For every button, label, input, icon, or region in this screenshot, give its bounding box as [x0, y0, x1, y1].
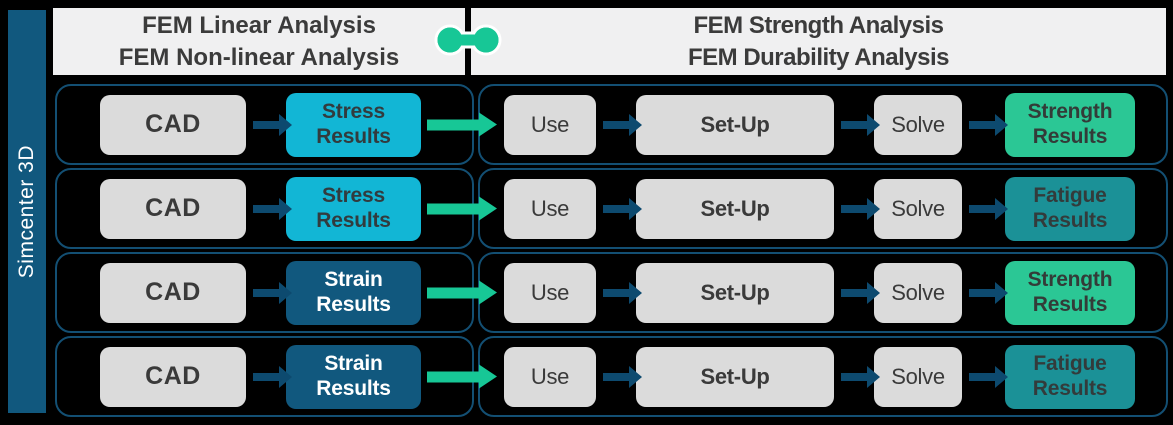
use-box: Use	[504, 262, 596, 323]
arrow-right-icon	[841, 204, 867, 213]
arrow-right-icon	[841, 120, 867, 129]
result-box: Strain Results	[286, 344, 421, 409]
header-line: FEM Strength Analysis	[693, 11, 944, 39]
cad-box: CAD	[100, 262, 246, 323]
arrow-right-icon	[969, 372, 995, 381]
arrow-right-icon	[603, 372, 629, 381]
solve-box: Solve	[874, 346, 962, 407]
green-arrow-icon	[427, 203, 479, 214]
arrow-right-icon	[969, 288, 995, 297]
setup-box: Set-Up	[636, 262, 834, 323]
result-box: Strain Results	[286, 260, 421, 325]
arrow-right-icon	[253, 372, 279, 381]
linear-panel: CAD Strain Results	[55, 336, 474, 417]
result-box: Stress Results	[286, 92, 421, 157]
linear-panel: CAD Stress Results	[55, 84, 474, 165]
cad-box: CAD	[100, 178, 246, 239]
solve-box: Solve	[874, 178, 962, 239]
header-strength-analysis: FEM Strength Analysis FEM Durability Ana…	[471, 8, 1166, 75]
workflow-rows: CAD Stress Results Use Set-Up Solve Stre…	[55, 84, 1168, 417]
result-box: Strength Results	[1005, 92, 1135, 157]
header-line: FEM Durability Analysis	[687, 43, 950, 71]
arrow-right-icon	[969, 204, 995, 213]
cad-box: CAD	[100, 94, 246, 155]
setup-box: Set-Up	[636, 94, 834, 155]
arrow-right-icon	[603, 120, 629, 129]
dumbbell-link-icon	[432, 20, 504, 60]
header-line: FEM Linear Analysis	[142, 11, 376, 39]
green-arrow-icon	[427, 287, 479, 298]
header-linear-analysis: FEM Linear Analysis FEM Non-linear Analy…	[53, 8, 465, 75]
result-box: Strength Results	[1005, 260, 1135, 325]
arrow-right-icon	[841, 372, 867, 381]
setup-box: Set-Up	[636, 346, 834, 407]
arrow-right-icon	[969, 120, 995, 129]
setup-box: Set-Up	[636, 178, 834, 239]
use-box: Use	[504, 94, 596, 155]
strength-panel: Use Set-Up Solve Fatigue Results	[478, 168, 1168, 249]
strength-panel: Use Set-Up Solve Strength Results	[478, 252, 1168, 333]
arrow-right-icon	[841, 288, 867, 297]
green-arrow-icon	[427, 371, 479, 382]
use-box: Use	[504, 178, 596, 239]
arrow-right-icon	[253, 120, 279, 129]
use-box: Use	[504, 346, 596, 407]
arrow-right-icon	[603, 204, 629, 213]
cad-box: CAD	[100, 346, 246, 407]
linear-panel: CAD Stress Results	[55, 168, 474, 249]
workflow-row-1: CAD Stress Results Use Set-Up Solve Stre…	[55, 84, 1168, 165]
arrow-right-icon	[253, 204, 279, 213]
arrow-right-icon	[603, 288, 629, 297]
workflow-row-2: CAD Stress Results Use Set-Up Solve Fati…	[55, 168, 1168, 249]
solve-box: Solve	[874, 94, 962, 155]
result-box: Fatigue Results	[1005, 176, 1135, 241]
sidebar-label: Simcenter 3D	[15, 144, 38, 279]
strength-panel: Use Set-Up Solve Fatigue Results	[478, 336, 1168, 417]
solve-box: Solve	[874, 262, 962, 323]
arrow-right-icon	[253, 288, 279, 297]
linear-panel: CAD Strain Results	[55, 252, 474, 333]
result-box: Fatigue Results	[1005, 344, 1135, 409]
green-arrow-icon	[427, 119, 479, 130]
strength-panel: Use Set-Up Solve Strength Results	[478, 84, 1168, 165]
simcenter-sidebar: Simcenter 3D	[8, 10, 46, 413]
result-box: Stress Results	[286, 176, 421, 241]
workflow-row-4: CAD Strain Results Use Set-Up Solve Fati…	[55, 336, 1168, 417]
header-line: FEM Non-linear Analysis	[118, 43, 400, 71]
workflow-row-3: CAD Strain Results Use Set-Up Solve Stre…	[55, 252, 1168, 333]
